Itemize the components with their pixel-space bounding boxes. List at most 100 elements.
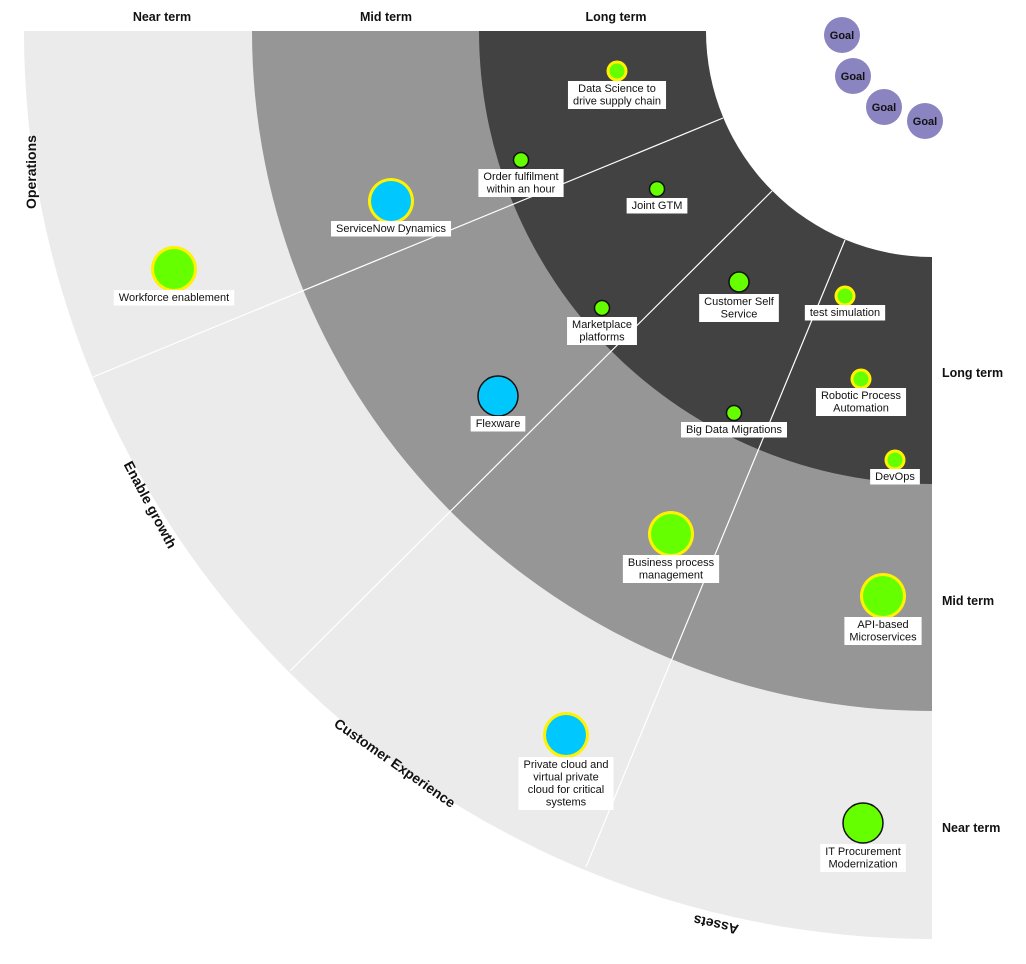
goal-label: Goal (841, 71, 865, 83)
item-dot (853, 371, 869, 387)
header-long-term-right: Long term (942, 366, 1003, 380)
header-near-term-top: Near term (133, 10, 191, 24)
goal-bubble[interactable]: Goal (835, 58, 871, 94)
item-label-line: Joint GTM (632, 200, 683, 212)
item-dot (154, 249, 194, 289)
item-dot (477, 375, 519, 417)
item-label-line: Big Data Migrations (686, 424, 782, 436)
radar-item[interactable]: DevOps (870, 449, 920, 485)
item-label-box (567, 317, 637, 345)
item-label-line: drive supply chain (573, 96, 661, 108)
item-dot (728, 271, 750, 293)
header-mid-term-top: Mid term (360, 10, 412, 24)
item-label: DevOps (870, 469, 920, 485)
item-dot (546, 715, 586, 755)
item-label-line: DevOps (875, 471, 915, 483)
radar-item[interactable]: Flexware (470, 375, 526, 432)
item-label-line: Service (721, 309, 758, 321)
goal-bubble[interactable]: Goal (907, 103, 943, 139)
radar-center-cutout (706, 31, 932, 257)
item-label-line: Flexware (476, 418, 521, 430)
item-label-box (470, 416, 526, 432)
item-label: Big Data Migrations (681, 422, 787, 438)
item-dot (863, 576, 903, 616)
item-dot (648, 180, 666, 198)
header-long-term-top: Long term (585, 10, 646, 24)
item-label-line: Robotic Process (821, 390, 902, 402)
radar-item[interactable]: Big Data Migrations (681, 404, 787, 438)
radar-item[interactable]: Workforce enablement (113, 246, 235, 306)
item-dot (371, 181, 411, 221)
item-label-line: Automation (833, 403, 889, 415)
header-near-term-right: Near term (942, 821, 1000, 835)
item-label-line: Order fulfilment (483, 171, 558, 183)
item-dot (725, 404, 743, 422)
sector-divider (289, 190, 773, 672)
sector-dividers (92, 117, 846, 868)
radar-item[interactable]: test simulation (804, 285, 886, 321)
item-label-box (622, 555, 720, 583)
radar-item[interactable]: Joint GTM (626, 180, 688, 214)
sector-divider (92, 117, 724, 378)
item-dot (609, 63, 625, 79)
item-label-line: Customer Self (704, 296, 775, 308)
goal-label: Goal (872, 102, 896, 114)
item-label-box (113, 290, 235, 306)
item-dot (837, 288, 853, 304)
item-label-box (820, 844, 906, 872)
item-label-box (330, 221, 452, 237)
item-label-box (518, 757, 614, 810)
item-dot (651, 514, 691, 554)
goal-bubble[interactable]: Goal (866, 89, 902, 125)
item-label: Workforce enablement (113, 290, 235, 306)
item-label: test simulation (804, 305, 886, 321)
item-label-box (626, 198, 688, 214)
item-dot (887, 452, 903, 468)
item-label: ServiceNow Dynamics (330, 221, 452, 237)
item-label-line: cloud for critical (528, 784, 604, 796)
item-label-line: within an hour (486, 184, 556, 196)
item-label-line: test simulation (810, 307, 880, 319)
goal-label: Goal (913, 116, 937, 128)
item-label-line: Microservices (849, 632, 917, 644)
item-label-line: API-based (857, 619, 908, 631)
item-label-box (844, 617, 922, 645)
item-dot (593, 299, 611, 317)
item-label-line: management (639, 570, 703, 582)
goal-label: Goal (830, 30, 854, 42)
item-label-line: systems (546, 797, 587, 809)
item-label-box (699, 294, 779, 322)
item-label-line: Marketplace (572, 319, 632, 331)
goal-circle (824, 17, 860, 53)
item-label: Joint GTM (626, 198, 688, 214)
sector-divider (585, 239, 846, 868)
item-label-box (681, 422, 787, 438)
header-mid-term-right: Mid term (942, 594, 994, 608)
radar-item[interactable]: ServiceNow Dynamics (330, 178, 452, 237)
item-label-line: IT Procurement (825, 846, 901, 858)
item-dot (512, 151, 530, 169)
item-label-box (804, 305, 886, 321)
item-label-box (815, 388, 907, 416)
item-label-line: virtual private (533, 772, 598, 784)
item-label-line: Data Science to (578, 83, 656, 95)
goal-bubble[interactable]: Goal (824, 17, 860, 53)
